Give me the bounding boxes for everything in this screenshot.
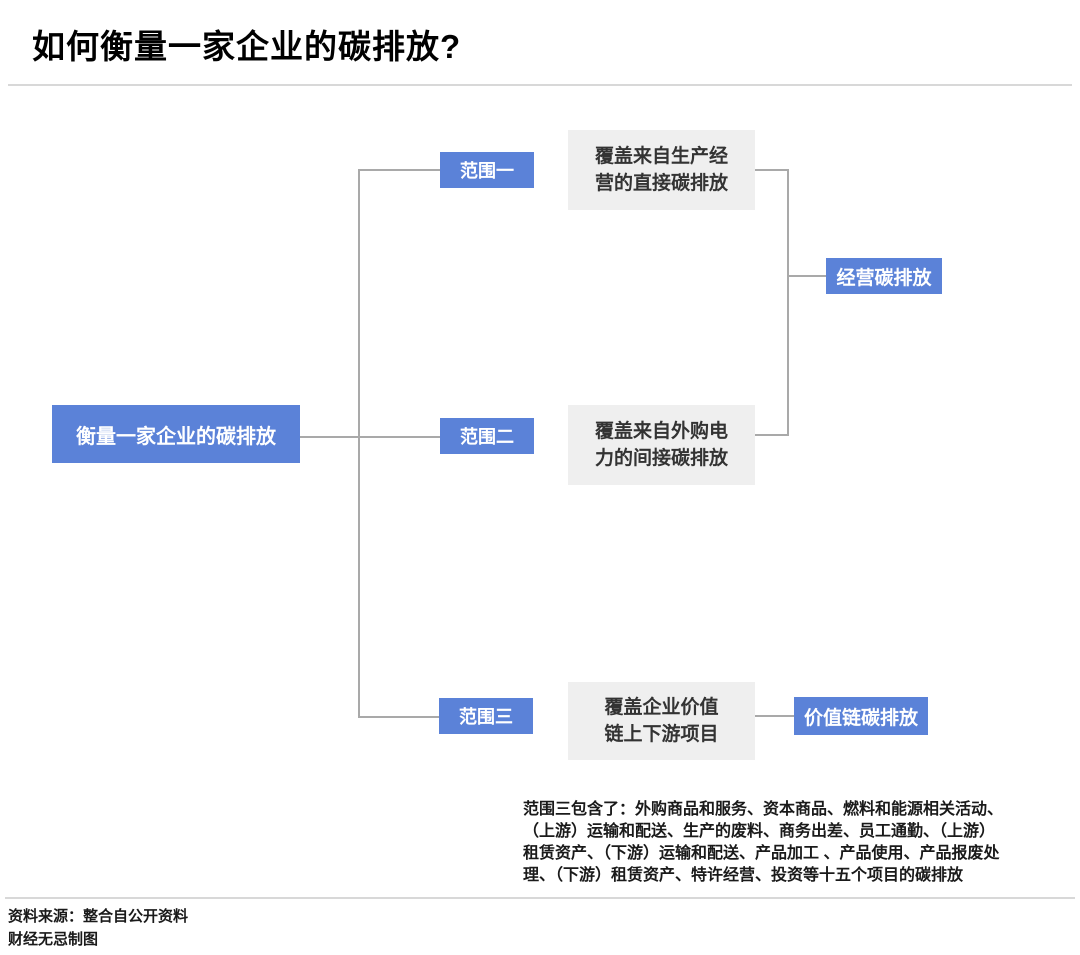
connector-desc1-horizontal bbox=[755, 169, 789, 171]
footer-source: 资料来源：整合自公开资料 bbox=[8, 908, 189, 925]
scope2-node: 范围二 bbox=[440, 418, 534, 454]
scope1-description-box: 覆盖来自生产经 营的直接碳排放 bbox=[568, 130, 755, 210]
scope3-description: 覆盖企业价值 链上下游项目 bbox=[604, 697, 719, 745]
scope1-description: 覆盖来自生产经 营的直接碳排放 bbox=[594, 146, 728, 194]
footer-credit: 财经无忌制图 bbox=[8, 931, 99, 948]
scope1-node: 范围一 bbox=[440, 152, 534, 188]
connector-scope3-branch bbox=[358, 716, 439, 718]
outcome-operating-emissions-label: 经营碳排放 bbox=[836, 267, 932, 289]
outcome-valuechain-emissions-label: 价值链碳排放 bbox=[803, 707, 918, 729]
connector-bracket-vertical bbox=[787, 169, 789, 436]
scope3-description-box: 覆盖企业价值 链上下游项目 bbox=[568, 682, 755, 760]
connector-scope1-branch bbox=[358, 169, 440, 171]
connector-outcome1-horizontal bbox=[789, 275, 826, 277]
root-node-label: 衡量一家企业的碳排放 bbox=[76, 425, 276, 448]
connector-root-horizontal bbox=[300, 436, 440, 438]
scope1-label: 范围一 bbox=[460, 161, 514, 181]
connector-outcome2-horizontal bbox=[755, 715, 794, 717]
connector-desc2-horizontal bbox=[755, 434, 789, 436]
scope3-label: 范围三 bbox=[459, 707, 513, 727]
footer: 资料来源：整合自公开资料 财经无忌制图 bbox=[8, 905, 188, 951]
page-title: 如何衡量一家企业的碳排放? bbox=[32, 28, 462, 65]
root-node: 衡量一家企业的碳排放 bbox=[52, 405, 300, 463]
outcome-valuechain-emissions-node: 价值链碳排放 bbox=[794, 697, 928, 735]
outcome-operating-emissions-node: 经营碳排放 bbox=[826, 258, 942, 294]
scope2-label: 范围二 bbox=[460, 427, 514, 447]
scope2-description: 覆盖来自外购电 力的间接碳排放 bbox=[594, 421, 728, 469]
title-divider bbox=[8, 84, 1072, 86]
connector-spine-vertical bbox=[358, 169, 360, 718]
scope3-node: 范围三 bbox=[439, 698, 533, 734]
scope2-description-box: 覆盖来自外购电 力的间接碳排放 bbox=[568, 405, 755, 485]
footer-divider bbox=[5, 897, 1075, 899]
scope3-footnote: 范围三包含了：外购商品和服务、资本商品、燃料和能源相关活动、 （上游）运输和配送… bbox=[523, 801, 1004, 884]
